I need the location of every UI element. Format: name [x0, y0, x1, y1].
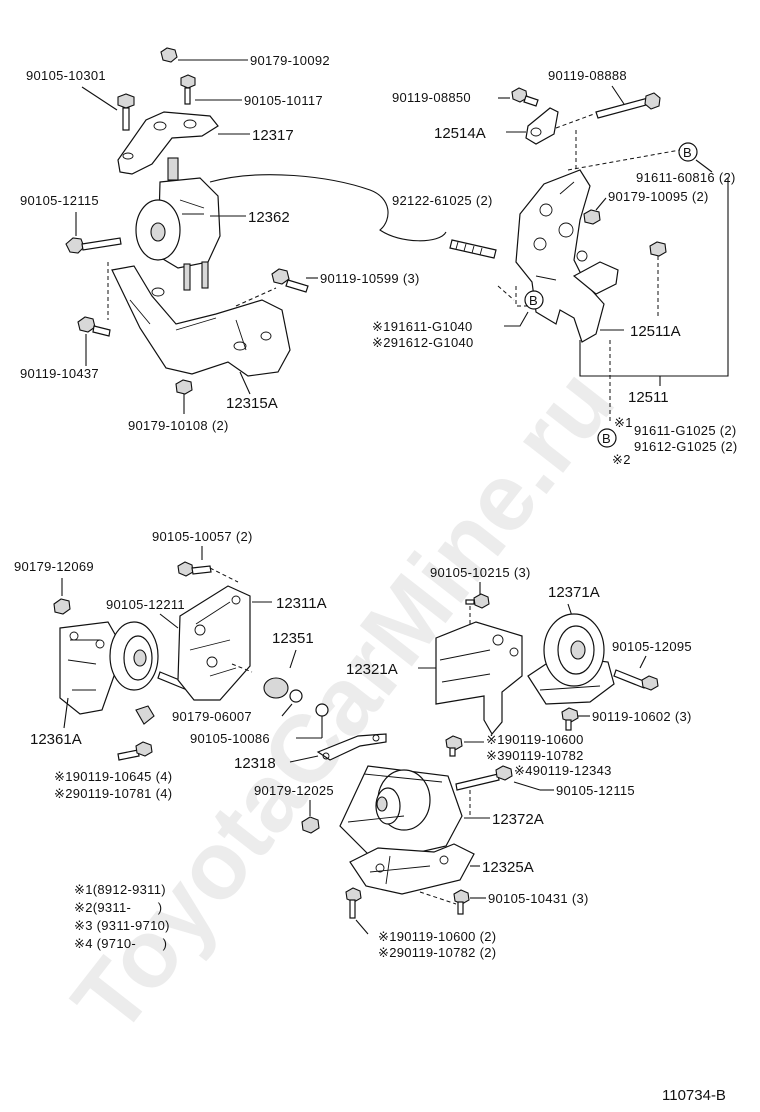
- bolt-90105-10431: [453, 889, 470, 915]
- callout-b-middle-letter: B: [529, 293, 538, 308]
- legend-2: ※2(9311- ): [74, 900, 162, 915]
- legend-4: ※4 (9710- ): [74, 936, 167, 951]
- label-91611-G1025: 91611-G1025 (2): [634, 423, 737, 438]
- cushion-12351: [263, 677, 303, 703]
- bolt-90119-10645: [117, 741, 153, 761]
- label-291612-G1040: ※291612-G1040: [372, 335, 474, 350]
- label-190119-10645: ※190119-10645 (4): [54, 769, 172, 784]
- engine-mount-12371A: [527, 613, 615, 705]
- bracket-12315A: [111, 265, 291, 377]
- label-12318: 12318: [234, 755, 276, 772]
- label-90179-06007: 90179-06007: [172, 709, 252, 724]
- bolt-90119-10599: [271, 268, 309, 293]
- bracket-12511: [515, 169, 619, 343]
- label-90179-12069: 90179-12069: [14, 559, 94, 574]
- label-90105-12095: 90105-12095: [612, 639, 692, 654]
- bolt-90119-10602: [561, 707, 579, 731]
- label-12351: 12351: [272, 630, 314, 647]
- label-12321A: 12321A: [346, 661, 398, 678]
- label-290119-10782: ※290119-10782 (2): [378, 945, 496, 960]
- bracket-12325A: [349, 843, 475, 895]
- label-12511A: 12511A: [630, 323, 681, 340]
- bolt-90119-12343: [455, 765, 513, 791]
- bolt-90119-10600: [445, 735, 463, 757]
- callout-b-top: [678, 142, 698, 162]
- legend-1: ※1(8912-9311): [74, 882, 166, 897]
- label-12317: 12317: [252, 127, 294, 144]
- label-90105-12211: 90105-12211: [106, 597, 185, 612]
- bolt-90119-08850: [511, 87, 539, 107]
- label-90105-12115-bottom: 90105-12115: [556, 783, 635, 798]
- label-190119-10600-b: ※190119-10600 (2): [378, 929, 496, 944]
- nut-90179-12069: [53, 598, 71, 615]
- nut-90179-10092: [160, 47, 178, 63]
- label-92122-61025: 92122-61025 (2): [392, 193, 493, 208]
- label-91611-60816: 91611-60816 (2): [636, 170, 736, 185]
- label-12511: 12511: [628, 389, 669, 406]
- nut-90179-10108: [175, 379, 193, 395]
- label-90119-08888: 90119-08888: [548, 68, 627, 83]
- label-12311A: 12311A: [276, 595, 327, 612]
- bolt-90119-10600-pair: [345, 887, 362, 919]
- label-91612-G1025: 91612-G1025 (2): [634, 439, 738, 454]
- bolt-90105-10301: [117, 93, 135, 131]
- label-90105-12115-top: 90105-12115: [20, 193, 99, 208]
- callout-b-top-letter: B: [683, 145, 692, 160]
- bracket-12321A: [435, 621, 523, 736]
- bracket-12311A: [177, 585, 251, 701]
- label-90105-10117: 90105-10117: [244, 93, 323, 108]
- bolt-90105-10057: [177, 561, 212, 577]
- label-12371A: 12371A: [548, 584, 600, 601]
- nut-90179-10095: [583, 209, 601, 225]
- label-12361A: 12361A: [30, 731, 82, 748]
- legend-3: ※3 (9311-9710): [74, 918, 170, 933]
- label-90105-10301: 90105-10301: [26, 68, 106, 83]
- label-90179-10108: 90179-10108 (2): [128, 418, 229, 433]
- mark-2: ※2: [612, 452, 631, 467]
- label-90105-10215: 90105-10215 (3): [430, 565, 531, 580]
- bracket-12317: [117, 111, 219, 175]
- bracket-12514A: [525, 107, 559, 145]
- bolt-90105-12115-top: [65, 237, 122, 254]
- label-12362: 12362: [248, 209, 290, 226]
- label-90105-10431: 90105-10431 (3): [488, 891, 589, 906]
- callout-b-bottom-letter: B: [602, 431, 611, 446]
- label-90179-10092: 90179-10092: [250, 53, 330, 68]
- label-12325A: 12325A: [482, 859, 534, 876]
- bolt-90105-12095: [613, 669, 659, 691]
- label-12315A: 12315A: [226, 395, 278, 412]
- bolt-90105-10215: [465, 593, 490, 609]
- label-12372A: 12372A: [492, 811, 544, 828]
- engine-mount-12362: [135, 157, 221, 291]
- engine-mount-12361A: [59, 621, 159, 725]
- callout-b-middle: [524, 290, 544, 310]
- bolt-90119-08888: [595, 92, 661, 119]
- nut-90179-12025: [301, 816, 320, 834]
- strap-12318: [316, 733, 387, 761]
- label-90119-08850: 90119-08850: [392, 90, 471, 105]
- callout-b-bottom: [597, 428, 617, 448]
- label-90105-10086: 90105-10086: [190, 731, 270, 746]
- label-90119-10437: 90119-10437: [20, 366, 99, 381]
- stud-92122-61025: [449, 239, 497, 259]
- label-90105-10057: 90105-10057 (2): [152, 529, 253, 544]
- label-290119-10781: ※290119-10781 (4): [54, 786, 172, 801]
- bolt-right-stud: [649, 241, 667, 257]
- label-90179-10095: 90179-10095 (2): [608, 189, 709, 204]
- mark-1: ※1: [614, 415, 633, 430]
- label-191611-G1040: ※191611-G1040: [372, 319, 473, 334]
- label-490119-12343: ※490119-12343: [514, 763, 612, 778]
- label-190119-10600-a: ※190119-10600: [486, 732, 584, 747]
- bolt-90119-10437: [77, 316, 111, 337]
- label-90119-10599: 90119-10599 (3): [320, 271, 420, 286]
- figure-code: 110734-B: [662, 1087, 726, 1104]
- label-12514A: 12514A: [434, 125, 486, 142]
- washer-90105-10086: [315, 703, 329, 717]
- label-90119-10602: 90119-10602 (3): [592, 709, 692, 724]
- bolt-90105-10117: [180, 74, 196, 105]
- label-390119-10782: ※390119-10782: [486, 748, 584, 763]
- label-90179-12025: 90179-12025: [254, 783, 334, 798]
